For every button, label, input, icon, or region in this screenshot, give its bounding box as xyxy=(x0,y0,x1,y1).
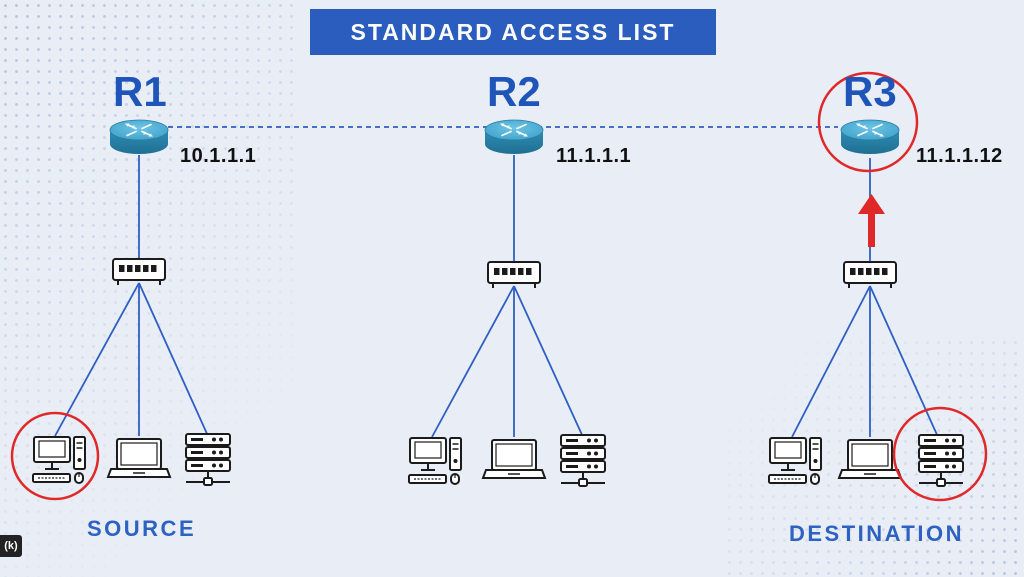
destination-highlight-circle xyxy=(892,406,988,502)
router-r3-icon[interactable] xyxy=(840,119,900,155)
source-highlight-circle xyxy=(10,411,100,501)
laptop-1-icon[interactable] xyxy=(107,438,171,478)
switch-2-icon[interactable] xyxy=(487,261,541,289)
desktop-2-icon[interactable] xyxy=(408,437,462,485)
up-arrow-icon xyxy=(858,194,885,247)
router-r2-icon[interactable] xyxy=(484,119,544,155)
switch-3-icon[interactable] xyxy=(843,261,897,289)
server-3-icon[interactable] xyxy=(918,434,964,487)
laptop-2-icon[interactable] xyxy=(482,439,546,479)
router-r1-ip: 10.1.1.1 xyxy=(180,145,257,167)
router-r1-icon[interactable] xyxy=(109,119,169,155)
source-label: SOURCE xyxy=(87,516,197,541)
router-r3-ip: 11.1.1.12 xyxy=(916,145,1003,167)
server-2-icon[interactable] xyxy=(560,434,606,487)
router-r2-label: R2 xyxy=(487,68,541,115)
laptop-3-icon[interactable] xyxy=(838,439,902,479)
router-r2-ip: 11.1.1.1 xyxy=(556,145,632,167)
page-title: STANDARD ACCESS LIST xyxy=(310,9,716,55)
r3-highlight-circle xyxy=(817,71,919,173)
switch-1-icon[interactable] xyxy=(112,258,166,286)
desktop-3-icon[interactable] xyxy=(768,437,822,485)
router-r1-label: R1 xyxy=(113,68,167,115)
router-r3-label: R3 xyxy=(843,68,897,115)
server-1-icon[interactable] xyxy=(185,433,231,486)
host-links xyxy=(54,282,939,438)
destination-label: DESTINATION xyxy=(789,521,964,546)
corner-tag[interactable]: (k) xyxy=(0,535,22,557)
desktop-1-icon[interactable] xyxy=(32,436,86,484)
